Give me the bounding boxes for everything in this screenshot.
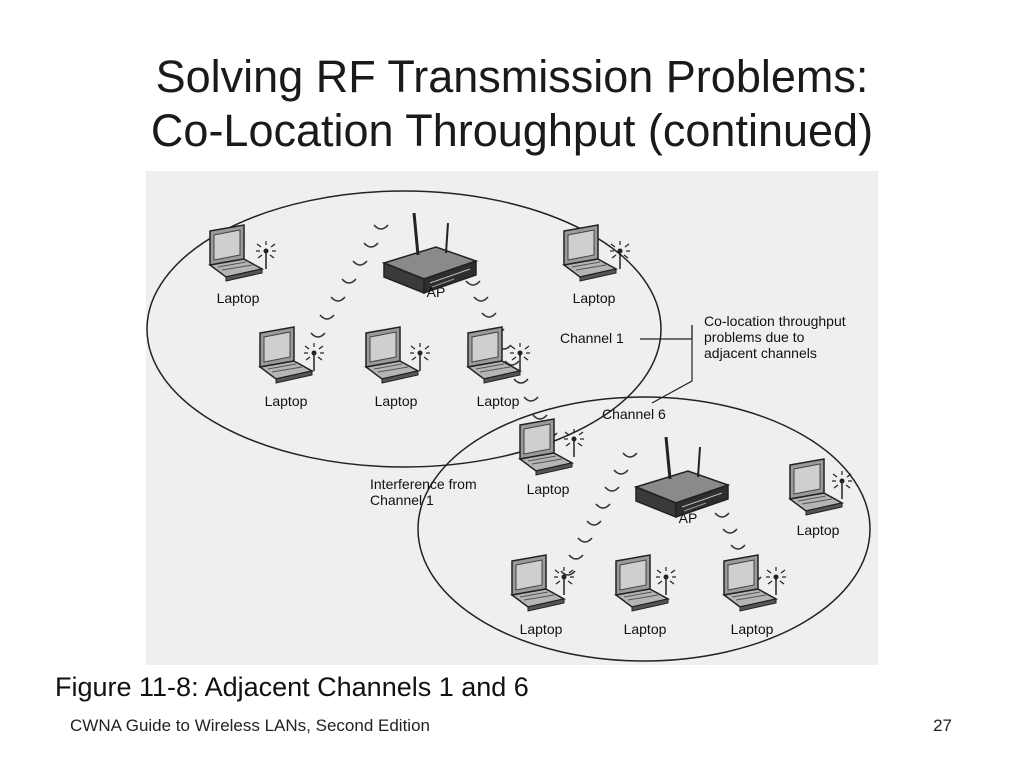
callout-leaders — [640, 325, 693, 404]
figure-caption: Figure 11-8: Adjacent Channels 1 and 6 — [55, 672, 529, 702]
channel-1-cell — [146, 190, 662, 468]
slide-title: Solving RF Transmission Problems: Co-Loc… — [0, 50, 1024, 158]
laptop-label: Laptop — [527, 481, 570, 497]
page-number: 27 — [933, 716, 952, 735]
ap-label-channel-1: AP — [427, 284, 446, 300]
network-diagram: AP AP Laptop Laptop Laptop Laptop Laptop… — [146, 171, 878, 665]
laptop-label: Laptop — [520, 621, 563, 637]
laptop-label: Laptop — [797, 522, 840, 538]
channel-1-label: Channel 1 — [560, 330, 624, 346]
laptop-label: Laptop — [731, 621, 774, 637]
laptop-label: Laptop — [217, 290, 260, 306]
ap-label-channel-6: AP — [679, 510, 698, 526]
colocation-note-line-3: adjacent channels — [704, 345, 817, 361]
colocation-note-line-2: problems due to — [704, 329, 805, 345]
colocation-note-line-1: Co-location throughput — [704, 313, 846, 329]
interference-note-line-1: Interference from — [370, 476, 477, 492]
laptop-label: Laptop — [265, 393, 308, 409]
colocation-note: Co-location throughput problems due to a… — [704, 313, 846, 361]
channel-6-label: Channel 6 — [602, 406, 666, 422]
adjacent-channels-figure: AP AP Laptop Laptop Laptop Laptop Laptop… — [146, 171, 878, 665]
slide-title-line-1: Solving RF Transmission Problems: — [155, 51, 869, 102]
laptop-label: Laptop — [624, 621, 667, 637]
slide-title-line-2: Co-Location Throughput (continued) — [150, 105, 874, 156]
laptop-label: Laptop — [375, 393, 418, 409]
interference-note: Interference from Channel 1 — [370, 476, 477, 508]
interference-note-line-2: Channel 1 — [370, 492, 434, 508]
laptop-label: Laptop — [573, 290, 616, 306]
slide-footer: CWNA Guide to Wireless LANs, Second Edit… — [70, 716, 430, 735]
channel-6-cell — [417, 396, 871, 662]
laptop-label: Laptop — [477, 393, 520, 409]
